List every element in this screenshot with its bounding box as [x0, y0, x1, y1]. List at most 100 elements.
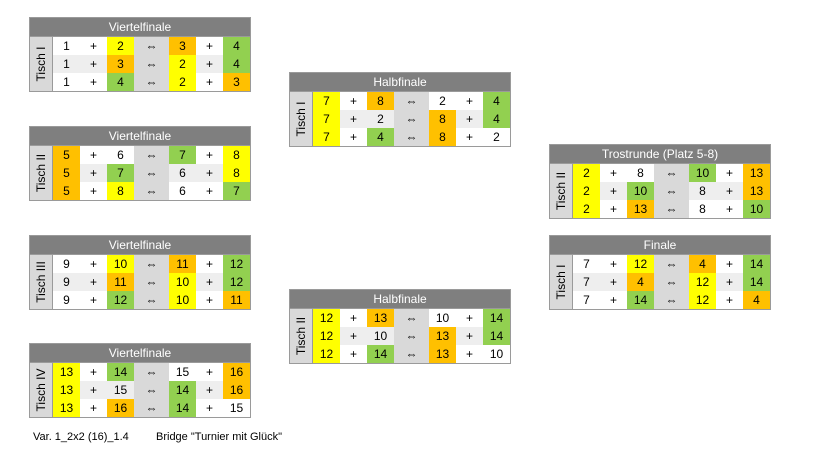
player-number-cell: 14 — [627, 291, 654, 309]
player-number-cell: 14 — [483, 309, 510, 327]
plus-sign: + — [196, 273, 223, 291]
player-number-cell: 4 — [223, 37, 250, 55]
plus-sign: + — [349, 311, 357, 325]
plus-sign: + — [205, 365, 213, 379]
plus-sign: + — [89, 365, 97, 379]
tisch-label: Tisch II — [294, 316, 308, 356]
versus-arrow-icon: ⇔ — [394, 345, 429, 363]
tisch-label: Tisch I — [554, 264, 568, 300]
table-title: Finale — [550, 236, 770, 255]
player-number-cell: 9 — [63, 257, 70, 271]
player-number-cell: 2 — [439, 94, 446, 108]
plus-sign: + — [205, 401, 213, 415]
versus-arrow-icon: ⇔ — [134, 164, 169, 182]
player-number-cell: 12 — [313, 309, 340, 327]
player-number-cell: 13 — [627, 200, 654, 218]
plus-sign: + — [716, 273, 743, 291]
player-number-cell: 9 — [63, 293, 70, 307]
player-number-cell: 10 — [689, 164, 716, 182]
table-row: 12+13⇔10+14 — [313, 309, 510, 327]
player-number-cell: 13 — [429, 327, 456, 345]
plus-sign: + — [340, 110, 367, 128]
player-number-cell: 7 — [107, 164, 134, 182]
versus-arrow-icon: ⇔ — [134, 255, 169, 273]
player-number-cell: 15 — [229, 401, 244, 415]
player-number-cell: 12 — [313, 345, 340, 363]
versus-arrow-icon: ⇔ — [134, 73, 169, 91]
player-number-cell: 2 — [367, 110, 394, 128]
versus-arrow-icon: ⇔ — [134, 363, 169, 381]
plus-sign: + — [609, 257, 617, 271]
player-number-cell: 10 — [627, 182, 654, 200]
player-number-cell: 5 — [53, 182, 80, 200]
player-number-cell: 14 — [483, 327, 510, 345]
table-side-label: Tisch I — [550, 255, 573, 309]
player-number-cell: 8 — [107, 182, 134, 200]
table-row: 2+8⇔10+13 — [573, 164, 770, 182]
plus-sign: + — [340, 327, 367, 345]
player-number-cell: 12 — [107, 291, 134, 309]
plus-sign: + — [609, 166, 617, 180]
plus-sign: + — [205, 184, 213, 198]
player-number-cell: 11 — [107, 273, 134, 291]
player-number-cell: 8 — [429, 110, 456, 128]
player-number-cell: 16 — [107, 399, 134, 417]
player-number-cell: 13 — [53, 381, 80, 399]
versus-arrow-icon: ⇔ — [654, 273, 689, 291]
player-number-cell: 8 — [689, 182, 716, 200]
table-row: 7+4⇔8+2 — [313, 128, 510, 146]
player-number-cell: 2 — [573, 182, 600, 200]
player-number-cell: 7 — [313, 128, 340, 146]
player-number-cell: 7 — [583, 257, 590, 271]
player-number-cell: 1 — [53, 55, 80, 73]
plus-sign: + — [465, 347, 473, 361]
player-number-cell: 4 — [107, 73, 134, 91]
player-number-cell: 7 — [573, 273, 600, 291]
versus-arrow-icon: ⇔ — [134, 273, 169, 291]
player-number-cell: 15 — [175, 365, 190, 379]
plus-sign: + — [456, 327, 483, 345]
versus-arrow-icon: ⇔ — [654, 200, 689, 218]
player-number-cell: 8 — [223, 164, 250, 182]
table-row: 13+15⇔14+16 — [53, 381, 250, 399]
player-number-cell: 4 — [367, 128, 394, 146]
plus-sign: + — [725, 166, 733, 180]
plus-sign: + — [196, 55, 223, 73]
table-row: 13+16⇔14+15 — [53, 399, 250, 417]
player-number-cell: 7 — [313, 92, 340, 110]
player-number-cell: 14 — [367, 345, 394, 363]
versus-arrow-icon: ⇔ — [394, 309, 429, 327]
versus-arrow-icon: ⇔ — [134, 291, 169, 309]
versus-arrow-icon: ⇔ — [134, 182, 169, 200]
player-number-cell: 13 — [53, 399, 80, 417]
plus-sign: + — [80, 164, 107, 182]
table-row: 7+2⇔8+4 — [313, 110, 510, 128]
player-number-cell: 5 — [53, 164, 80, 182]
player-number-cell: 7 — [223, 182, 250, 200]
player-number-cell: 8 — [637, 166, 644, 180]
player-number-cell: 8 — [367, 92, 394, 110]
table-side-label: Tisch I — [290, 92, 313, 146]
table-row: 7+4⇔12+14 — [573, 273, 770, 291]
plus-sign: + — [89, 293, 97, 307]
versus-arrow-icon: ⇔ — [654, 164, 689, 182]
player-number-cell: 14 — [743, 255, 770, 273]
plus-sign: + — [609, 202, 617, 216]
table-row: 7+8⇔2+4 — [313, 92, 510, 110]
player-number-cell: 12 — [223, 255, 250, 273]
plus-sign: + — [349, 347, 357, 361]
table-side-label: Tisch IV — [30, 363, 53, 417]
player-number-cell: 7 — [313, 110, 340, 128]
table-row: 2+10⇔8+13 — [573, 182, 770, 200]
player-number-cell: 6 — [179, 184, 186, 198]
versus-arrow-icon: ⇔ — [134, 55, 169, 73]
plus-sign: + — [196, 164, 223, 182]
player-number-cell: 3 — [107, 55, 134, 73]
player-number-cell: 2 — [573, 200, 600, 218]
